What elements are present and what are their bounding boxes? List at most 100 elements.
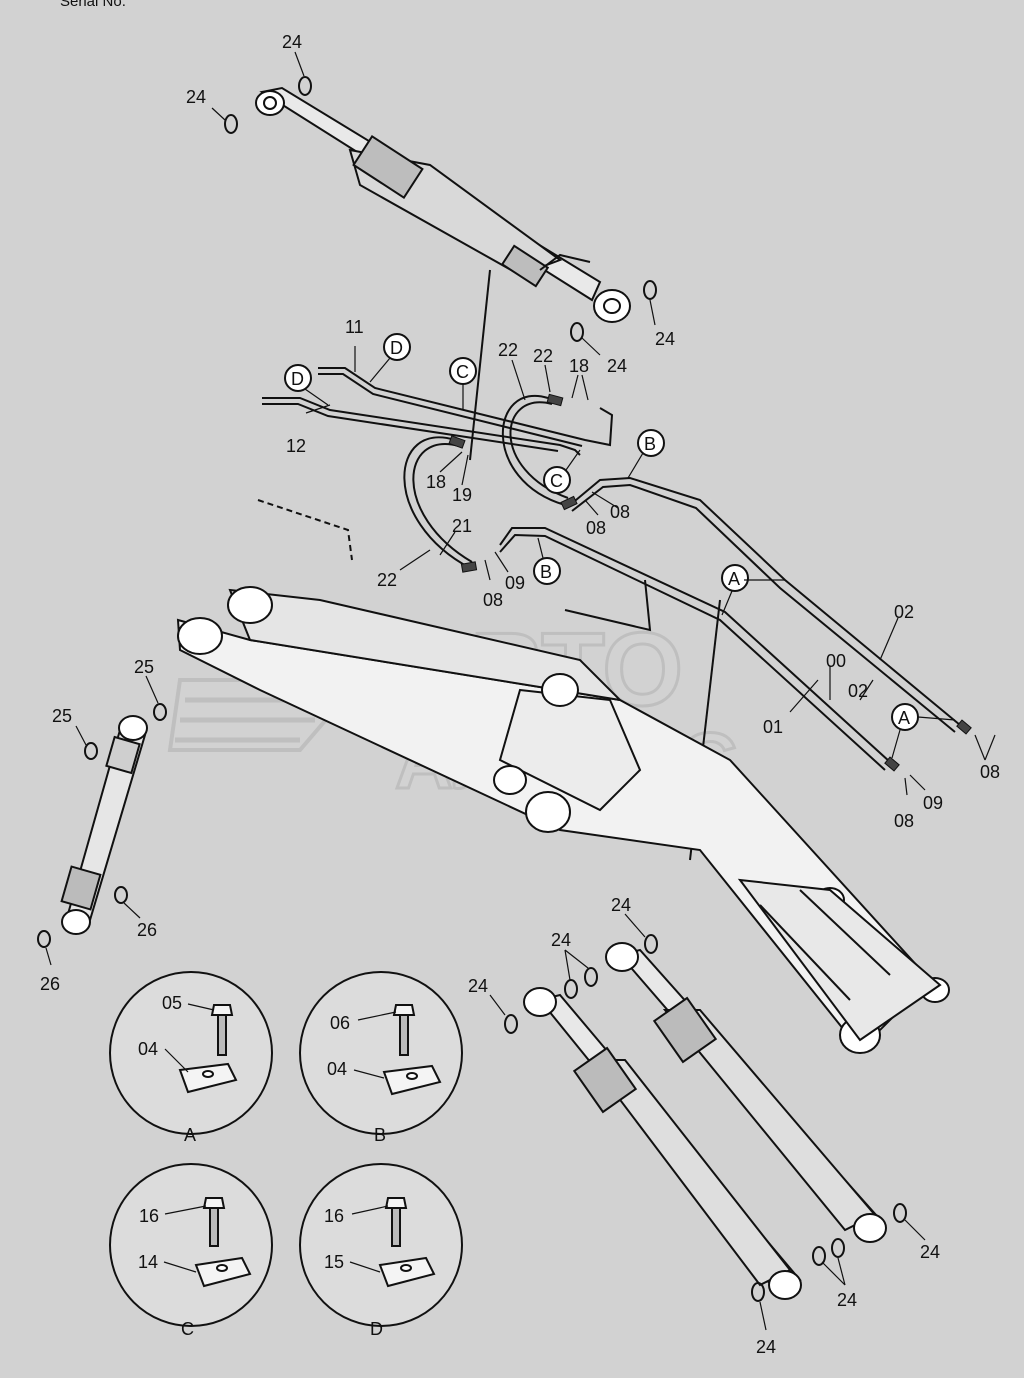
o-ring-icon: [584, 967, 598, 987]
clamp-bracket-icon: [178, 1062, 238, 1094]
detail-view-letter: A: [184, 1125, 196, 1145]
callout-letter: C: [550, 471, 563, 491]
part-label: 24: [607, 356, 627, 376]
callout-c2: C: [543, 449, 581, 494]
detail-view-letter: B: [374, 1125, 386, 1145]
bolt-part-number: 16: [324, 1206, 344, 1226]
bottom-cylinder-orings: [504, 934, 907, 1302]
callout-letter: B: [644, 434, 656, 454]
top-cylinder: [255, 86, 631, 323]
o-ring-icon: [114, 886, 128, 904]
part-label: 24: [837, 1290, 857, 1310]
part-label: 08: [586, 518, 606, 538]
part-label: 08: [980, 762, 1000, 782]
part-label: 24: [611, 895, 631, 915]
part-label: 24: [186, 87, 206, 107]
detail-view-c: 16 14 C: [109, 1163, 273, 1339]
callout-a2: A: [891, 703, 956, 759]
part-label: 09: [505, 573, 525, 593]
part-label: 18: [569, 356, 589, 376]
bolt-part-number: 16: [139, 1206, 159, 1226]
part-label: 21: [452, 516, 472, 536]
bolt-part-number: 05: [162, 993, 182, 1013]
o-ring-icon: [644, 934, 658, 954]
o-ring-icon: [812, 1246, 826, 1266]
o-ring-icon: [504, 1014, 518, 1034]
callout-letter: A: [728, 569, 740, 589]
part-label: 22: [377, 570, 397, 590]
detail-view-letter: C: [181, 1319, 194, 1339]
callout-b2: B: [533, 537, 561, 585]
o-ring-icon: [751, 1282, 765, 1302]
bracket-part-number: 04: [138, 1039, 158, 1059]
part-label: 08: [894, 811, 914, 831]
o-ring-icon: [153, 703, 167, 721]
left-cylinder: [60, 715, 148, 935]
boom-assembly: [176, 586, 950, 1054]
o-ring-icon: [570, 322, 584, 342]
detail-view-a: 05 04 A: [109, 971, 273, 1145]
part-label: 22: [533, 346, 553, 366]
part-label: 24: [551, 930, 571, 950]
callout-c1: C: [449, 357, 477, 410]
o-ring-icon: [831, 1238, 845, 1258]
part-label: 22: [498, 340, 518, 360]
part-label: 26: [137, 920, 157, 940]
callout-letter: C: [456, 362, 469, 382]
part-label: 02: [894, 602, 914, 622]
part-label: 12: [286, 436, 306, 456]
part-label: 11: [345, 317, 364, 337]
callout-letter: D: [291, 369, 304, 389]
part-labels: 24 24 24 24 11 12 22 22 18 18 19 21 22 0…: [40, 32, 1000, 1357]
leader-lines: [45, 51, 996, 1331]
o-ring-icon: [893, 1203, 907, 1223]
o-ring-icon: [37, 930, 51, 948]
callout-letter: D: [390, 338, 403, 358]
part-label: 08: [610, 502, 630, 522]
o-ring-icon: [84, 742, 98, 760]
part-label: 24: [756, 1337, 776, 1357]
bracket-part-number: 14: [138, 1252, 158, 1272]
part-label: 25: [134, 657, 154, 677]
callout-letter: B: [540, 562, 552, 582]
o-ring-icon: [298, 76, 312, 96]
o-ring-icon: [564, 979, 578, 999]
bolt-part-number: 06: [330, 1013, 350, 1033]
part-label: 01: [763, 717, 783, 737]
bracket-part-number: 04: [327, 1059, 347, 1079]
part-label: 02: [848, 681, 868, 701]
bolt-icon: [210, 1004, 234, 1056]
detail-view-b: 06 04 B: [299, 971, 463, 1145]
part-label: 26: [40, 974, 60, 994]
callout-d1: D: [369, 333, 411, 383]
clamp-bracket-icon: [378, 1256, 436, 1288]
part-label: 18: [426, 472, 446, 492]
detail-view-letter: D: [370, 1319, 383, 1339]
part-label: 19: [452, 485, 472, 505]
bottom-cylinder-right: [605, 942, 887, 1243]
callout-d2: D: [284, 364, 329, 406]
bolt-icon: [384, 1197, 408, 1247]
bolt-icon: [392, 1004, 416, 1056]
bracket-part-number: 15: [324, 1252, 344, 1272]
hose-fittings: [448, 393, 972, 772]
top-cylinder-orings: [224, 76, 657, 342]
o-ring-icon: [224, 114, 238, 134]
clamp-bracket-icon: [194, 1256, 252, 1288]
bottom-cylinder-left: [523, 987, 802, 1300]
part-label: 24: [655, 329, 675, 349]
left-cylinder-orings: [37, 703, 167, 948]
bolt-icon: [202, 1197, 226, 1247]
hydraulic-lines: [257, 269, 961, 861]
clamp-bracket-icon: [382, 1064, 442, 1096]
callout-b1: B: [627, 429, 665, 479]
part-label: 09: [923, 793, 943, 813]
detail-view-d: 16 15 D: [299, 1163, 463, 1339]
part-label: 24: [920, 1242, 940, 1262]
callout-letter: A: [898, 708, 910, 728]
part-label: 00: [826, 651, 846, 671]
part-label: 25: [52, 706, 72, 726]
header-text: Serial No.: [60, 0, 126, 10]
